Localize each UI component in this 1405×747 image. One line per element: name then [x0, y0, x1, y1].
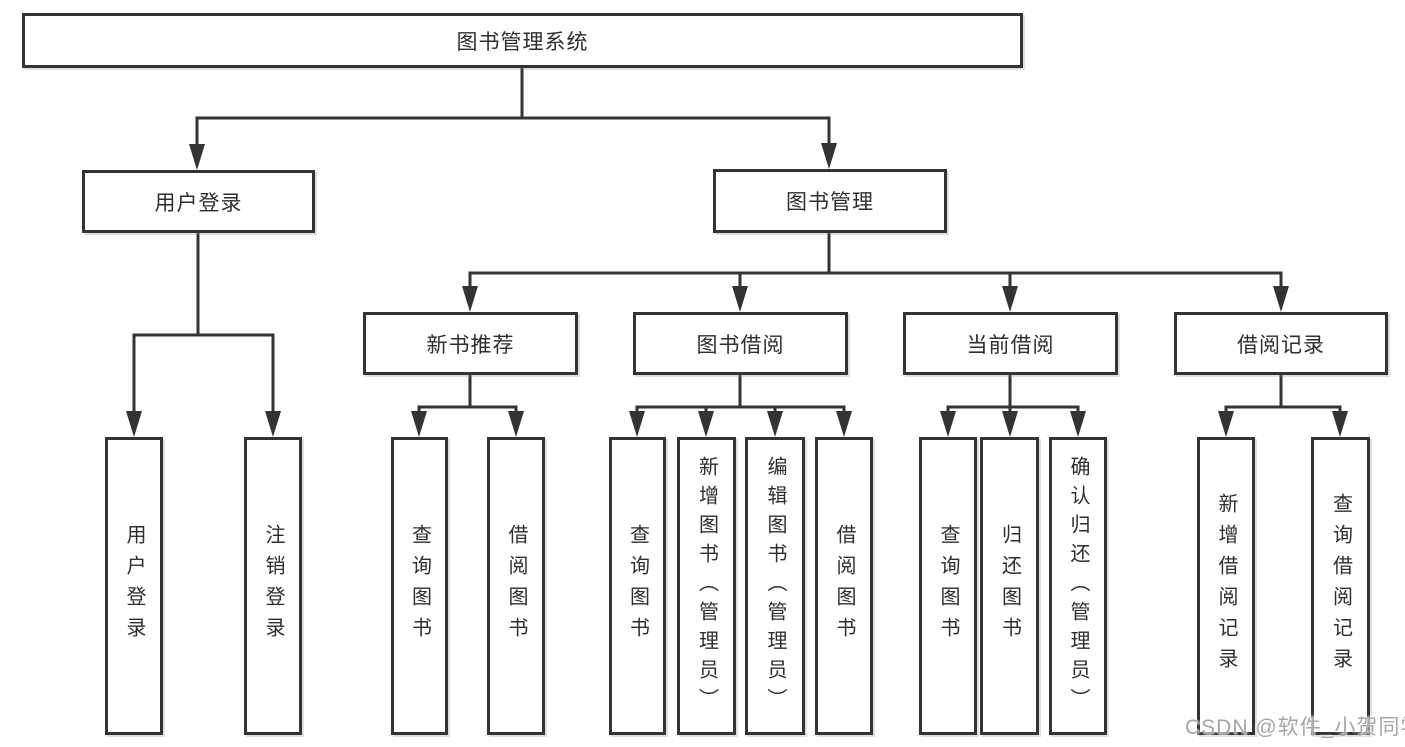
- leaf-borrow-book-recommend: 借阅图书: [487, 437, 545, 735]
- leaf-return-book: 归还图书: [980, 437, 1039, 735]
- leaf-query-book-current: 查询图书: [919, 437, 977, 735]
- leaf-query-book-borrow: 查询图书: [609, 437, 666, 735]
- node-borrow-records: 借阅记录: [1174, 312, 1388, 375]
- node-book-management: 图书管理: [713, 169, 947, 233]
- node-user-login: 用户登录: [82, 170, 315, 233]
- node-root-system: 图书管理系统: [22, 13, 1023, 68]
- leaf-borrow-book: 借阅图书: [815, 437, 873, 735]
- leaf-logout: 注销登录: [244, 437, 302, 735]
- leaf-add-book-admin: 新增图书（管理员）: [677, 437, 736, 735]
- node-book-borrow: 图书借阅: [633, 312, 848, 375]
- leaf-edit-book-admin: 编辑图书（管理员）: [745, 437, 805, 735]
- leaf-query-book-recommend: 查询图书: [391, 437, 448, 735]
- csdn-watermark: CSDN @软件_小贺同学: [1185, 716, 1405, 739]
- node-current-borrow: 当前借阅: [903, 312, 1118, 375]
- node-new-book-recommend: 新书推荐: [363, 312, 578, 375]
- leaf-add-borrow-record: 新增借阅记录: [1197, 437, 1255, 735]
- leaf-user-login: 用户登录: [105, 437, 163, 735]
- leaf-confirm-return-admin: 确认归还（管理员）: [1049, 437, 1107, 735]
- leaf-query-borrow-record: 查询借阅记录: [1311, 437, 1370, 735]
